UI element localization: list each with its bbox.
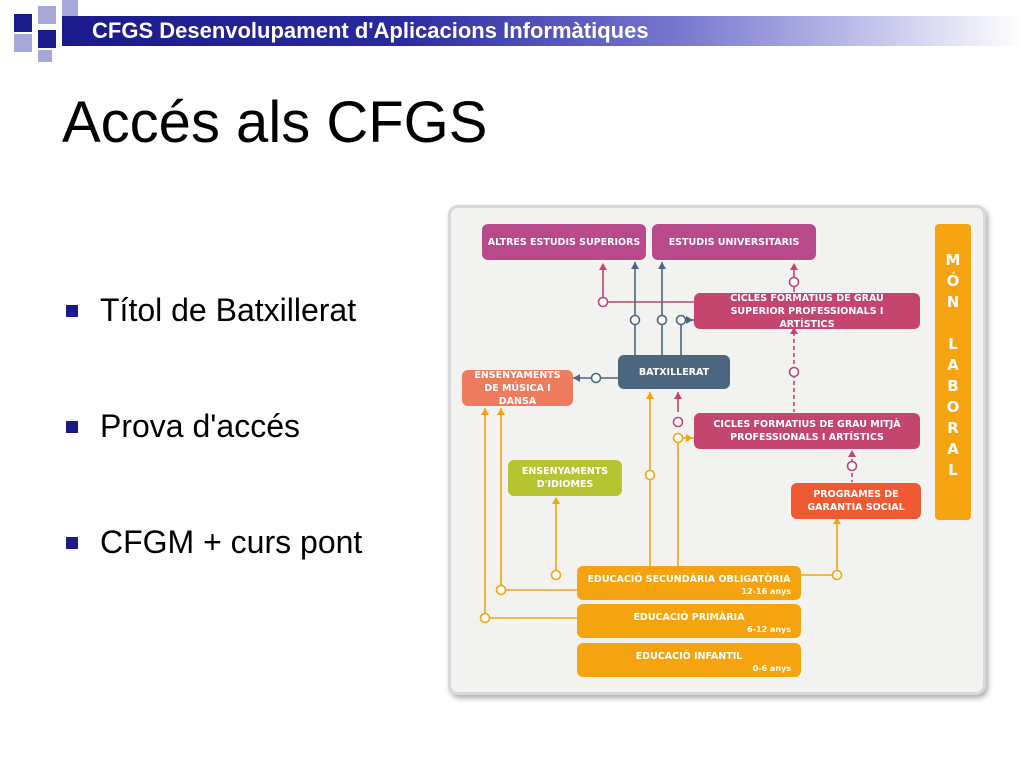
box-cfgs: CICLES FORMATIUS DE GRAU SUPERIOR PROFES… (694, 293, 920, 330)
bullet-text: CFGM + curs pont (100, 524, 363, 560)
box-garantia-social: PROGRAMES DE GARANTIA SOCIAL (791, 483, 921, 519)
logo-square (38, 30, 56, 48)
bullet-text: Prova d'accés (100, 408, 300, 444)
logo-square (38, 50, 52, 62)
page-title: Accés als CFGS (62, 90, 488, 155)
box-estudis-universitaris: ESTUDIS UNIVERSITARIS (652, 224, 816, 260)
box-musica-dansa: ENSENYAMENTS DE MÚSICA I DANSA (462, 370, 573, 407)
box-primaria-ages: 6-12 anys (747, 625, 791, 634)
mon-laboral-letter: B (947, 377, 959, 395)
diagram-connectors (479, 262, 858, 624)
mon-laboral-letter (935, 313, 971, 334)
box-infantil-ages: 0-6 anys (752, 664, 791, 673)
box-eso: EDUCACIÓ SECUNDÀRIA OBLIGATÒRIA 12-16 an… (577, 566, 801, 600)
box-eso-ages: 12-16 anys (741, 587, 791, 596)
bullet-square-icon (66, 537, 78, 549)
mon-laboral-letter: A (947, 356, 959, 374)
box-altres-estudis-superiors: ALTRES ESTUDIS SUPERIORS (482, 224, 646, 260)
box-idiomes: ENSENYAMENTS D'IDIOMES (508, 460, 622, 496)
bullet-item: Títol de Batxillerat (62, 290, 362, 406)
mon-laboral-letter: A (947, 440, 959, 458)
box-primaria-label: EDUCACIÓ PRIMÀRIA (633, 611, 745, 623)
bullet-square-icon (66, 421, 78, 433)
mon-laboral-letter: O (946, 398, 960, 416)
bullet-item: CFGM + curs pont (62, 522, 362, 638)
bullet-list: Títol de Batxillerat Prova d'accés CFGM … (62, 290, 362, 638)
box-cfgm: CICLES FORMATIUS DE GRAU MITJÀ PROFESSIO… (694, 413, 920, 449)
logo-square (14, 14, 32, 32)
box-batxillerat: BATXILLERAT (618, 355, 730, 389)
header-bar (62, 16, 1024, 46)
logo-square (38, 6, 56, 24)
bullet-item: Prova d'accés (62, 406, 362, 522)
box-infantil: EDUCACIÓ INFANTIL 0-6 anys (577, 643, 801, 677)
mon-laboral-letter: L (948, 461, 958, 479)
mon-laboral-bar: M Ó N L A B O R A L (935, 224, 971, 520)
box-primaria: EDUCACIÓ PRIMÀRIA 6-12 anys (577, 604, 801, 638)
mon-laboral-letter: N (946, 293, 960, 311)
header-title: CFGS Desenvolupament d'Aplicacions Infor… (92, 18, 649, 43)
box-infantil-label: EDUCACIÓ INFANTIL (635, 650, 743, 662)
bullet-square-icon (66, 305, 78, 317)
mon-laboral-letter: M (945, 251, 961, 269)
mon-laboral-letter: L (948, 335, 958, 353)
mon-laboral-letter: Ó (946, 272, 960, 290)
box-eso-label: EDUCACIÓ SECUNDÀRIA OBLIGATÒRIA (587, 573, 791, 585)
logo-square (62, 0, 78, 16)
mon-laboral-letter: R (947, 419, 959, 437)
bullet-text: Títol de Batxillerat (100, 292, 357, 328)
logo-square (14, 34, 32, 52)
